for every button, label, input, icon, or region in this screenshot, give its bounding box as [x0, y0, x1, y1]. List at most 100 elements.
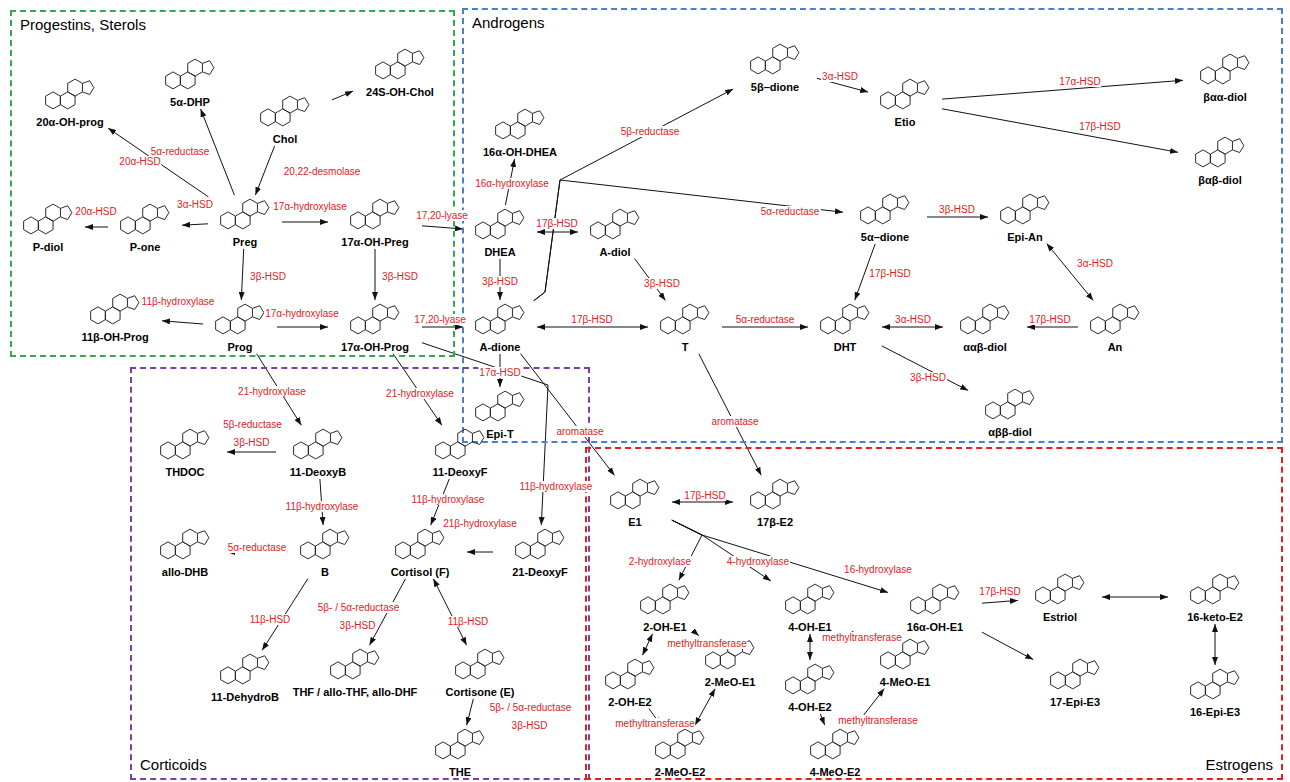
compound-node: E1 — [600, 477, 670, 527]
ring-outline — [351, 199, 399, 229]
label-holder: T — [650, 337, 720, 355]
compound-name: 2-MeO-E1 — [705, 675, 756, 689]
label-holder: 2-MeO-E1 — [690, 672, 770, 690]
steroid-structure — [216, 197, 274, 231]
ring-outline — [961, 304, 1009, 334]
enzyme-label-holder: 11β-hydroxylase — [411, 489, 486, 507]
enzyme-label: 5β- / 5α-reductase 3β-HSD — [489, 702, 572, 731]
heading-holder: Progestins, Sterols — [20, 16, 146, 34]
compound-node: 17-Epi-E3 — [1035, 657, 1115, 707]
steroid-structure — [391, 527, 449, 561]
compound-node: 5α–dione — [845, 192, 925, 242]
label-holder: Etio — [870, 112, 940, 130]
compound-name: THDOC — [165, 465, 204, 479]
compound-node: βαβ-diol — [1180, 135, 1260, 185]
compound-name: 11β-OH-Prog — [81, 330, 148, 344]
label-holder: Cortisol (F) — [375, 562, 465, 580]
ring-outline — [1036, 574, 1084, 604]
ring-outline — [591, 209, 639, 239]
enzyme-label: 16-hydroxylase — [843, 564, 913, 575]
compound-name: ααβ-diol — [963, 340, 1006, 354]
enzyme-label-holder: 17,20-lyase — [415, 205, 469, 223]
compound-name: T — [682, 340, 689, 354]
label-holder: allo-DHB — [145, 562, 225, 580]
enzyme-label-holder: aromatase — [555, 421, 604, 439]
reaction-arrow — [672, 520, 888, 592]
compound-name: Cortisol (F) — [391, 565, 450, 579]
label-holder: A-dione — [465, 337, 535, 355]
enzyme-label-holder: 17α-HSD — [1058, 71, 1101, 89]
label-holder: 16α-OH-E1 — [890, 617, 980, 635]
reaction-arrow — [467, 699, 474, 725]
compound-name: THE — [449, 765, 471, 779]
label-holder: 20α-OH-prog — [25, 112, 115, 130]
enzyme-label-holder: 3β-HSD — [481, 271, 519, 289]
enzyme-label-holder: 5β-reductase — [620, 121, 681, 139]
enzyme-label-holder: 3α-HSD — [894, 309, 932, 327]
reaction-arrow — [255, 146, 274, 195]
label-holder: 4-OH-E2 — [775, 697, 845, 715]
steroid-structure — [431, 727, 489, 761]
enzyme-label-holder: 11β-hydroxylase — [519, 476, 594, 494]
steroid-structure — [116, 202, 174, 236]
compound-node: βαα-diol — [1185, 52, 1265, 102]
compound-node: Preg — [210, 197, 280, 247]
compound-name: 17-Epi-E3 — [1050, 695, 1100, 709]
reaction-arrow — [277, 327, 328, 328]
enzyme-label-holder: 3β-HSD — [249, 266, 287, 284]
enzyme-label-holder: 2-hydroxylase — [628, 551, 692, 569]
compound-node: 4-OH-E2 — [775, 662, 845, 712]
ring-outline — [1191, 574, 1239, 604]
enzyme-label: 16α-hydroxylase — [474, 178, 550, 189]
enzyme-label: 20α-HSD — [118, 156, 161, 167]
steroid-structure — [651, 727, 709, 761]
enzyme-label-holder: 11β-hydroxylase — [141, 291, 216, 309]
ring-outline — [641, 584, 689, 614]
steroid-structure — [296, 527, 354, 561]
compound-node: 2-OH-E1 — [625, 582, 705, 632]
label-holder: βαα-diol — [1185, 87, 1265, 105]
compound-name: 11-DehydroB — [211, 690, 279, 704]
steroid-structure — [606, 477, 664, 511]
ring-outline — [786, 584, 834, 614]
ring-outline — [301, 529, 349, 559]
compound-name: A-dione — [480, 340, 521, 354]
steroid-structure — [289, 427, 347, 461]
steroid-structure — [636, 582, 694, 616]
compound-name: 17α-OH-Prog — [341, 340, 409, 354]
ring-outline — [161, 429, 209, 459]
label-holder: 2-MeO-E2 — [640, 762, 720, 780]
ring-outline — [496, 109, 544, 139]
compound-node: 5α-DHP — [155, 57, 225, 107]
label-holder: 17α-OH-Prog — [330, 337, 420, 355]
compound-node: A-dione — [465, 302, 535, 352]
reaction-arrow — [982, 600, 1018, 603]
compound-node: 16-keto-E2 — [1170, 572, 1260, 622]
steroid-structure — [19, 202, 77, 236]
compound-name: 16α-OH-DHEA — [483, 145, 557, 159]
steroid-structure — [156, 427, 214, 461]
reaction-arrow — [1047, 244, 1094, 301]
reaction-arrow — [422, 327, 463, 328]
ring-outline — [516, 529, 564, 559]
ring-outline — [751, 44, 799, 74]
enzyme-label-holder: 17β-HSD — [1028, 309, 1071, 327]
ring-outline — [811, 729, 859, 759]
compound-name: Prog — [227, 340, 252, 354]
label-holder: ααβ-diol — [945, 337, 1025, 355]
compound-node: 20α-OH-prog — [25, 77, 115, 127]
compound-node: THE — [425, 727, 495, 777]
label-holder: βαβ-diol — [1180, 170, 1260, 188]
enzyme-label-holder: 17α-HSD — [478, 362, 521, 380]
enzyme-label-holder: 20,22-desmolase — [283, 161, 362, 179]
label-holder: THE — [425, 762, 495, 780]
steroid-structure — [326, 647, 384, 681]
label-holder: 21-DeoxyF — [495, 562, 585, 580]
label-holder: 16α-OH-DHEA — [475, 142, 565, 160]
steroid-structure — [451, 647, 509, 681]
compound-node: Epi-T — [465, 389, 535, 439]
reaction-arrow — [521, 354, 615, 476]
